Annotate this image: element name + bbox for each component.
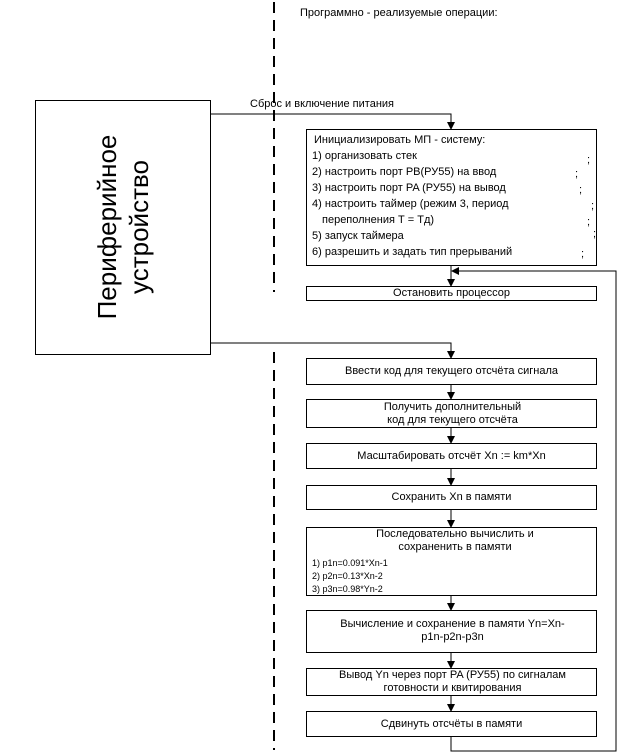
save-label: Сохранить Xn в памяти <box>391 491 512 503</box>
sequence-title: Последовательно вычислить и сохраненить … <box>376 528 534 553</box>
shift-box: Сдвинуть отсчёты в памяти <box>306 711 597 737</box>
peripheral-label: Периферийное устройство <box>92 134 154 320</box>
stop-box: Остановить процессор <box>306 286 597 301</box>
header-label: Программно - реализуемые операции: <box>300 7 498 19</box>
reset-label: Сброс и включение питания <box>250 98 394 110</box>
init-item-2: 2) настроить порт PB(РУ55) на ввод <box>312 166 497 178</box>
init-item-5: 5) запуск таймера <box>312 230 404 242</box>
semicolon: ; <box>591 200 595 212</box>
output-box: Вывод Yn через порт PA (РУ55) по сигнала… <box>306 668 597 696</box>
semicolon: ; <box>593 228 597 240</box>
stop-label: Остановить процессор <box>393 287 510 299</box>
sequence-item-3: 3) p3n=0.98*Yn-2 <box>312 584 383 594</box>
sequence-item-1: 1) p1n=0.091*Xn-1 <box>312 558 388 568</box>
sequence-box: Последовательно вычислить и сохраненить … <box>306 527 597 596</box>
reset-connector <box>211 113 455 130</box>
semicolon: ; <box>575 168 579 180</box>
init-item-1: 1) организовать стек <box>312 150 417 162</box>
init-item-6: 6) разрешить и задать тип прерываний <box>312 246 513 258</box>
complement-box: Получить дополнительный код для текущего… <box>306 399 597 428</box>
compute-label: Вычисление и сохранение в памяти Yn=Xn-p… <box>340 618 565 643</box>
scale-label: Масштабировать отсчёт Xn := km*Xn <box>357 450 546 462</box>
peripheral-box <box>35 100 211 355</box>
input-code-box: Ввести код для текущего отсчёта сигнала <box>306 358 597 385</box>
input-code-label: Ввести код для текущего отсчёта сигнала <box>345 365 558 377</box>
semicolon: ; <box>581 248 585 260</box>
init-item-4-cont: переполнения Т = Тд) <box>322 214 435 226</box>
init-box: Инициализировать МП - систему: 1) органи… <box>306 129 597 266</box>
scale-box: Масштабировать отсчёт Xn := km*Xn <box>306 443 597 469</box>
complement-label: Получить дополнительный код для текущего… <box>383 401 522 426</box>
compute-box: Вычисление и сохранение в памяти Yn=Xn-p… <box>306 610 597 653</box>
loop-back-connector <box>450 267 617 752</box>
sequence-item-2: 2) p2n=0.13*Xn-2 <box>312 571 383 581</box>
shift-label: Сдвинуть отсчёты в памяти <box>380 718 523 730</box>
peripheral-connector <box>211 342 455 359</box>
init-item-3: 3) настроить порт PA (РУ55) на вывод <box>312 182 506 194</box>
init-title: Инициализировать МП - систему: <box>314 134 486 146</box>
init-item-4: 4) настроить таймер (режим 3, период <box>312 198 509 210</box>
semicolon: ; <box>587 154 591 166</box>
semicolon: ; <box>579 184 583 196</box>
save-box: Сохранить Xn в памяти <box>306 485 597 510</box>
output-label: Вывод Yn через порт PA (РУ55) по сигнала… <box>339 669 566 694</box>
semicolon: ; <box>587 216 591 228</box>
